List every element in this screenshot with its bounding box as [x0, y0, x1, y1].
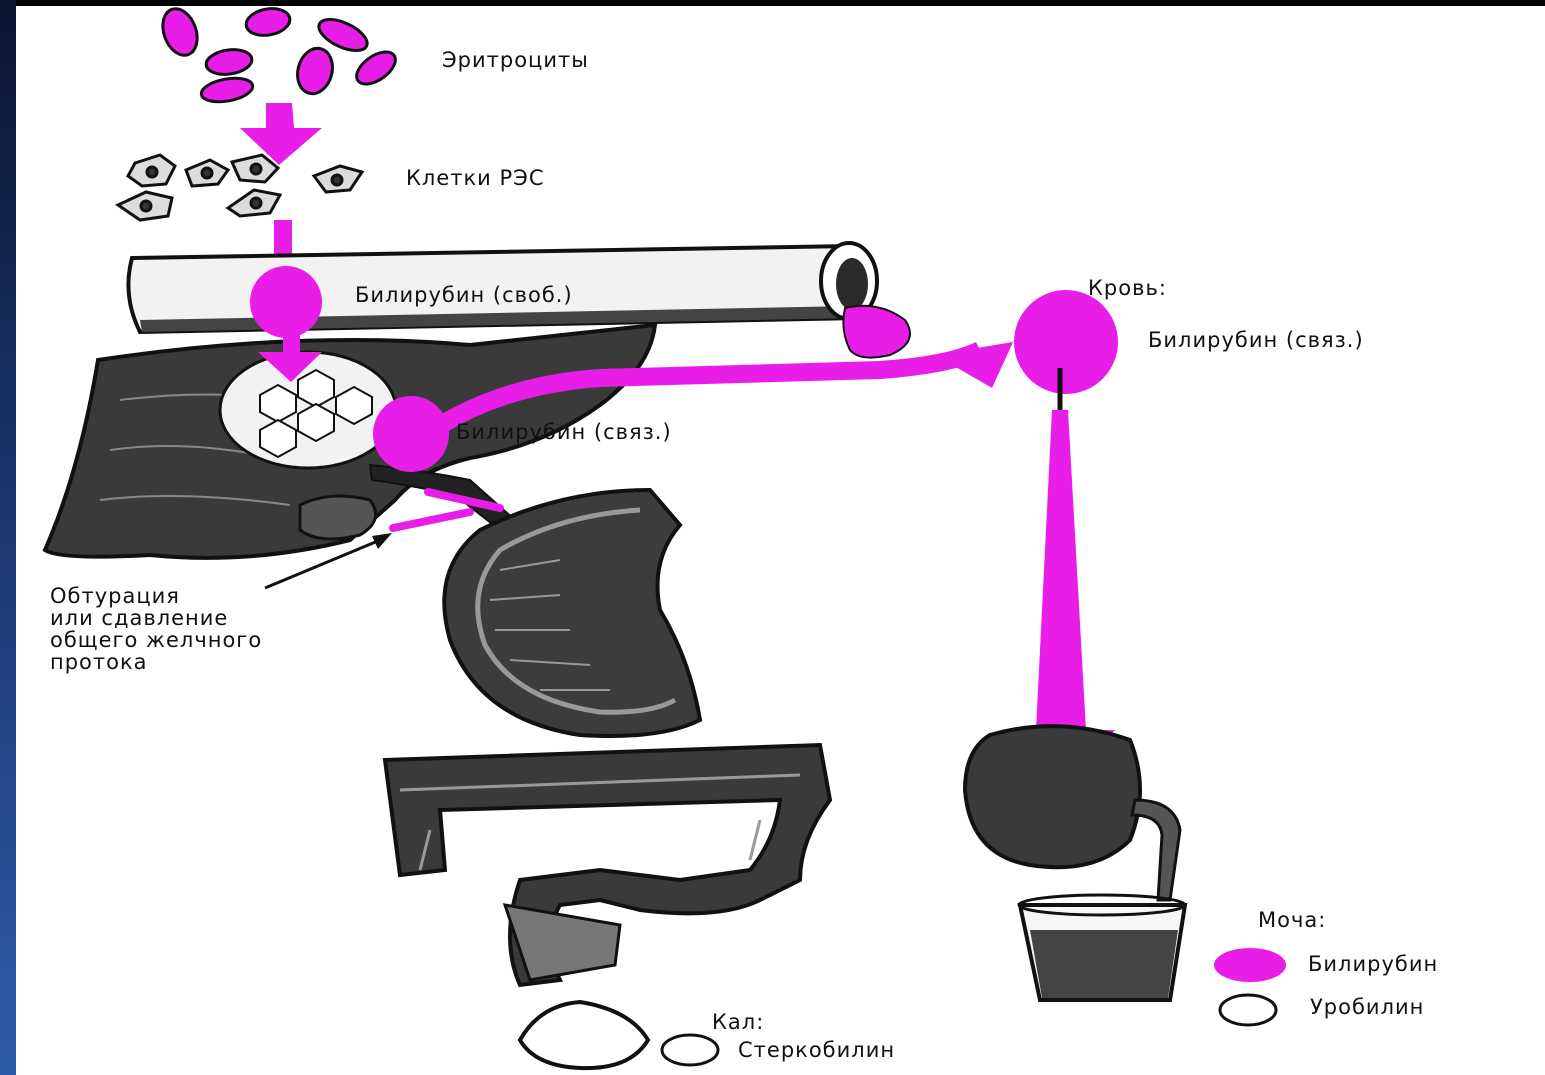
obturation-pointer-head [372, 533, 392, 549]
erythrocyte [199, 75, 254, 106]
colon [385, 745, 830, 985]
label-urine-bilirubin: Билирубин [1308, 952, 1438, 976]
res-cell-nucleus [147, 167, 157, 177]
duct-obstruction-bar [393, 512, 470, 528]
urine-bilirubin-legend-dot [1214, 948, 1286, 982]
glass-liquid [1030, 930, 1178, 998]
label-blood-heading: Кровь: [1088, 276, 1167, 300]
duodenum-body [444, 490, 700, 736]
ureter [1132, 800, 1180, 900]
res-cell-nucleus [332, 175, 342, 185]
gallbladder [300, 496, 376, 539]
erythrocyte [293, 44, 338, 97]
label-res-cells: Клетки РЭС [406, 166, 544, 190]
erythrocyte [157, 4, 203, 60]
label-bilirubin-free: Билирубин (своб.) [355, 283, 573, 307]
bilirubin-bound-blood-dot [1014, 290, 1118, 394]
label-urine-urobilin: Уробилин [1310, 995, 1424, 1019]
blood-drop [843, 306, 910, 358]
kidney-body [965, 726, 1140, 867]
kidney [965, 726, 1180, 900]
label-bilirubin-bound-blood: Билирубин (связ.) [1148, 328, 1364, 352]
erythrocyte [244, 5, 292, 38]
feces-stercobilin-legend-circle [662, 1035, 718, 1065]
res-cell-nucleus [141, 201, 151, 211]
res-cell-nucleus [251, 198, 261, 208]
erythrocyte [351, 46, 401, 91]
label-feces-stercobilin: Стеркобилин [738, 1038, 895, 1062]
duodenum [444, 490, 700, 736]
label-bilirubin-bound-liver: Билирубин (связ.) [456, 420, 672, 444]
erythrocytes-group [157, 4, 401, 105]
res-cell-nucleus [251, 164, 261, 174]
label-feces-heading: Кал: [712, 1010, 764, 1034]
urine-glass [1019, 895, 1185, 1000]
bilirubin-free-dot [250, 266, 322, 338]
label-erythrocytes: Эритроциты [442, 48, 589, 72]
urine-urobilin-legend-circle [1220, 995, 1276, 1025]
feces-icon [520, 1002, 648, 1068]
res-cells-group [118, 155, 362, 220]
res-cell-nucleus [202, 168, 212, 178]
label-obturation: Обтурация или сдавление общего желчного … [50, 585, 262, 673]
erythrocyte [205, 47, 254, 77]
label-urine-heading: Моча: [1258, 908, 1326, 932]
arrow-erythrocytes-to-res [240, 103, 322, 165]
vessel-opening-inner [836, 258, 868, 310]
